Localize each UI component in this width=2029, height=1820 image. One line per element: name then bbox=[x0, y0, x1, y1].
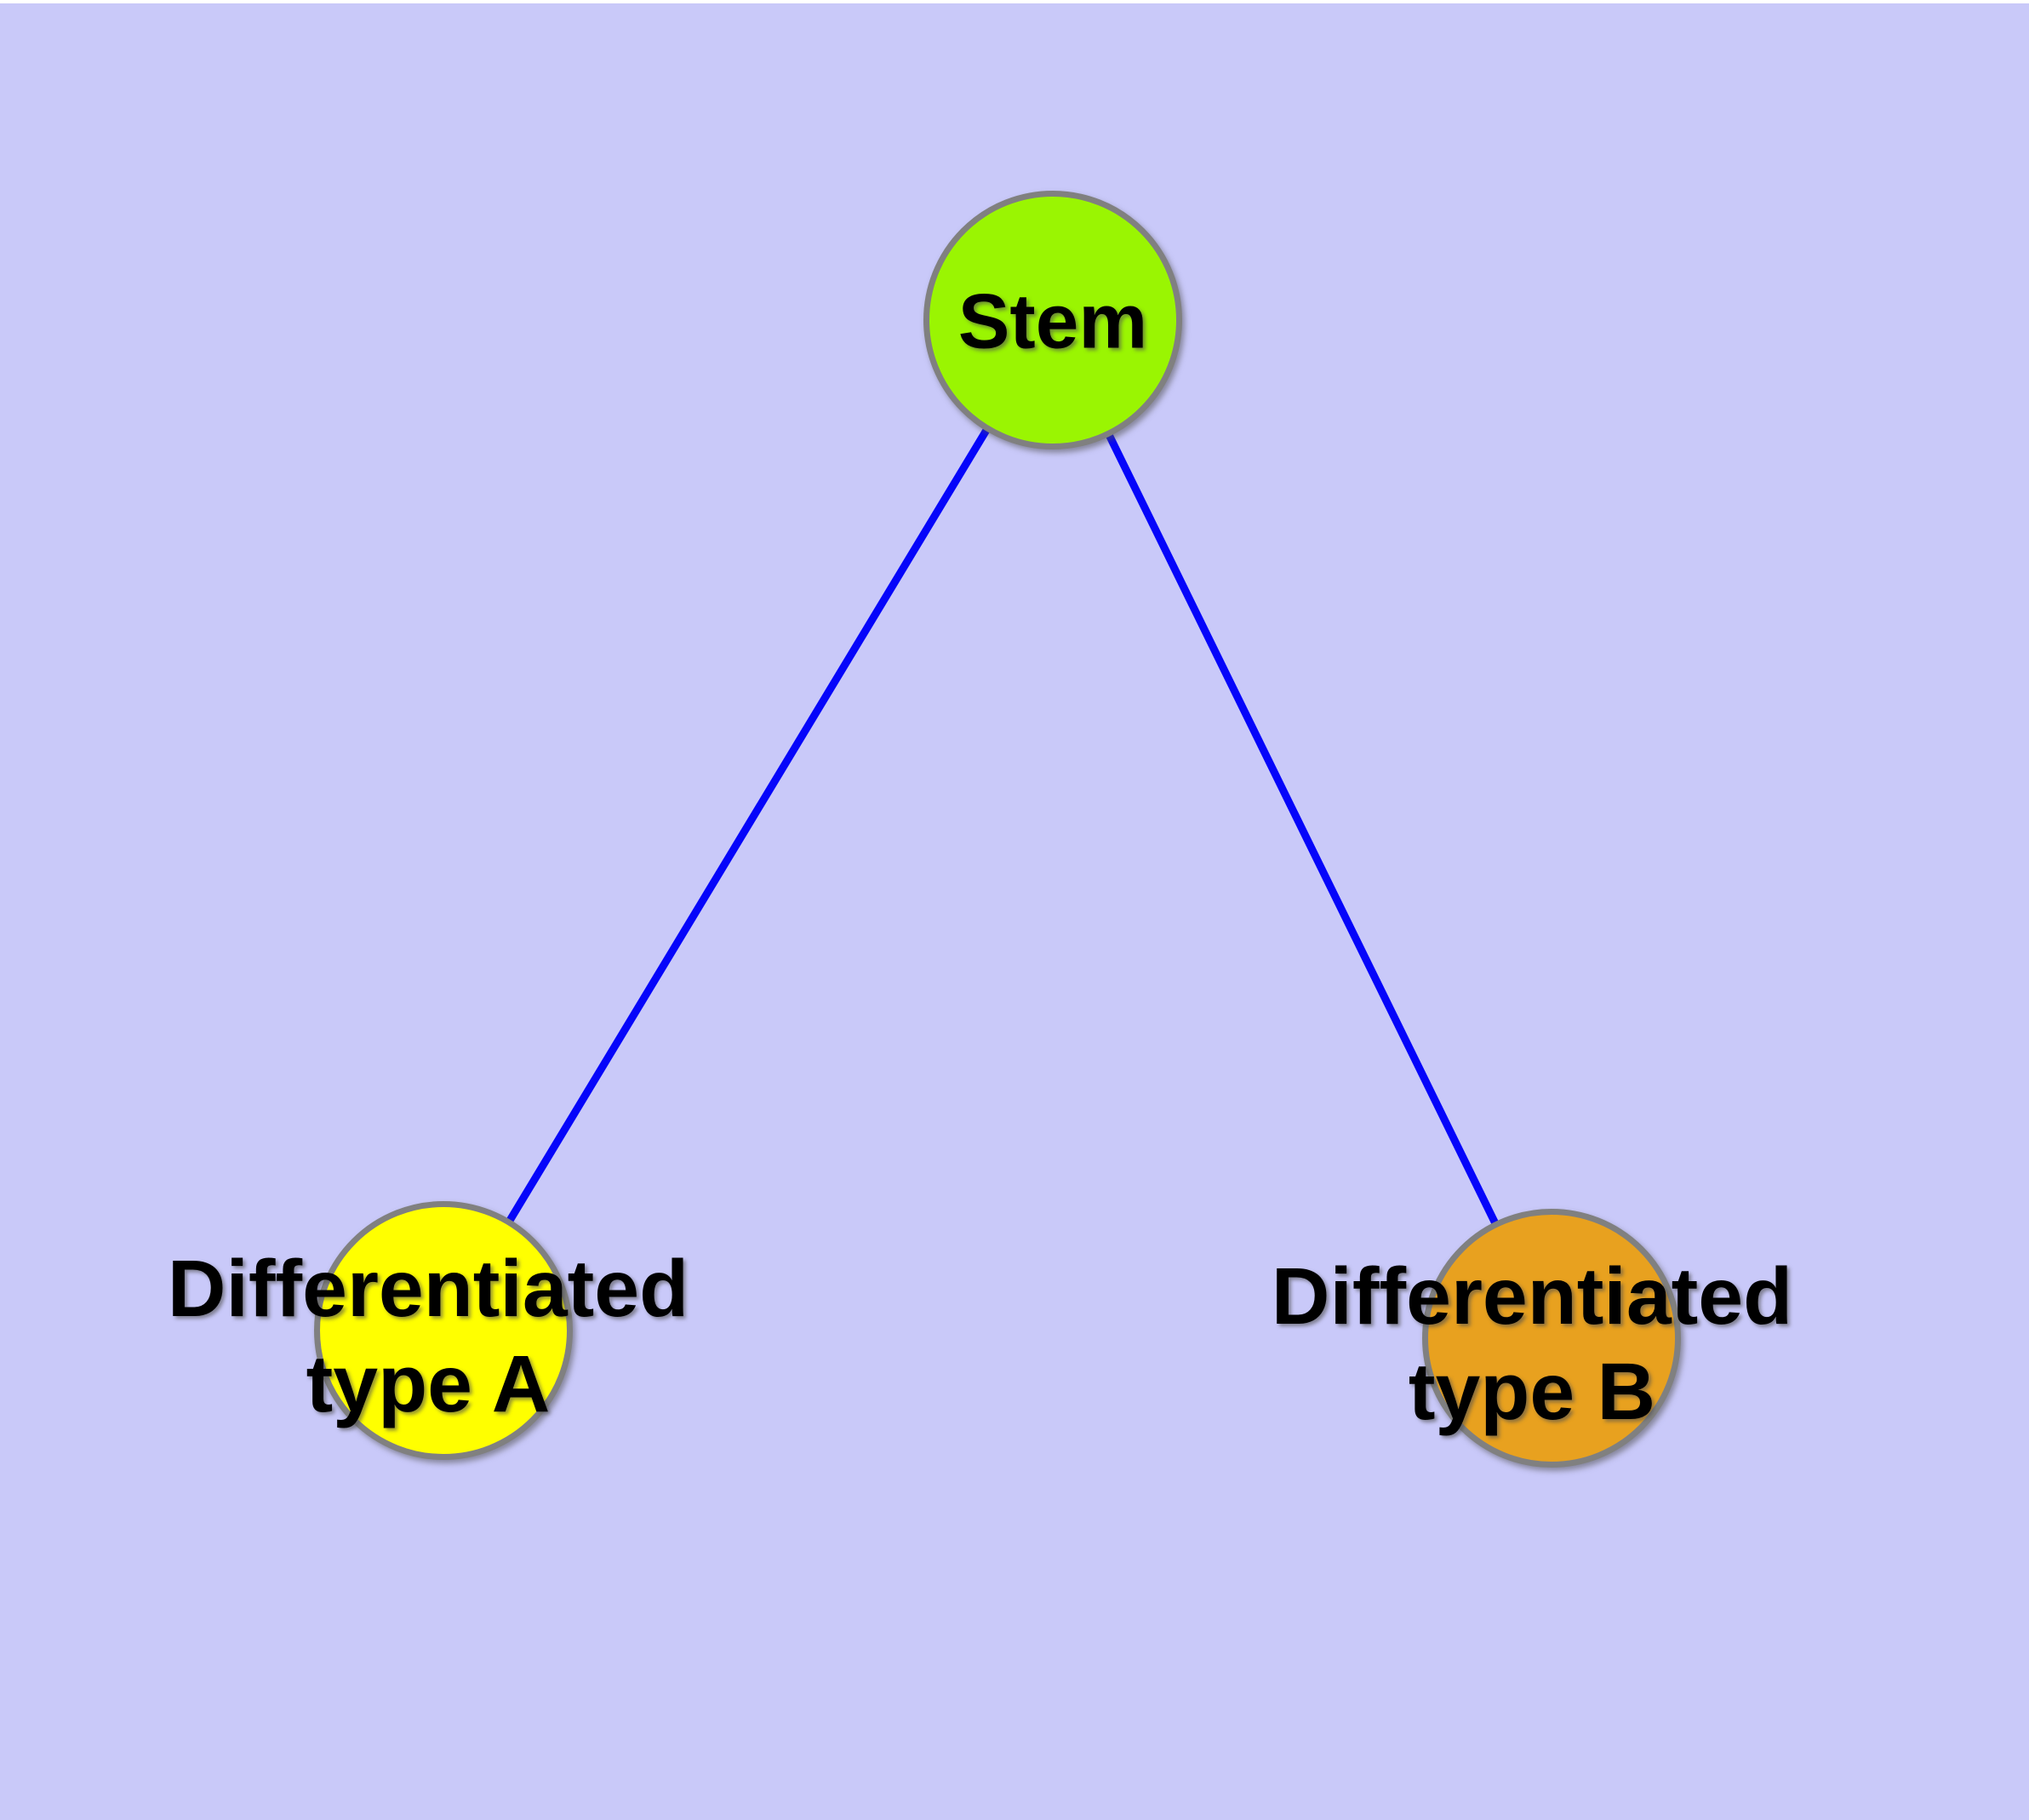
top-margin-strip bbox=[0, 0, 2029, 3]
node-differentiated-type-a-circle bbox=[314, 1201, 573, 1460]
node-differentiated-type-b-circle bbox=[1422, 1209, 1681, 1468]
edge-stem-to-type-a bbox=[440, 318, 1056, 1333]
edge-stem-to-type-b bbox=[1049, 318, 1556, 1340]
node-stem-circle bbox=[923, 191, 1182, 449]
